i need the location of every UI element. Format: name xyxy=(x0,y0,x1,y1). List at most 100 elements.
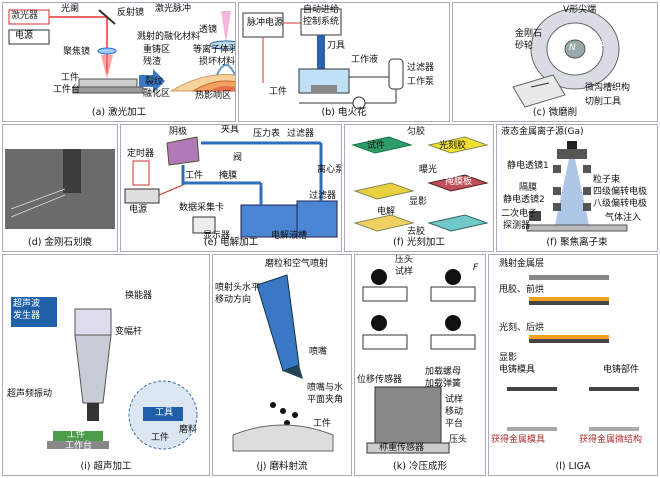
liga-step-4: 显影 xyxy=(499,353,518,363)
workpiece2-label: 工件 xyxy=(151,433,170,443)
n-label: N xyxy=(569,43,576,53)
force-label: F xyxy=(473,263,479,273)
vibration-label: 超声频振动 xyxy=(7,389,53,399)
angle-label-1: 喷嘴与水 xyxy=(307,383,344,393)
caption-d: (d) 金刚石划痕 xyxy=(28,237,92,248)
crack-label: 裂纹 xyxy=(145,77,164,87)
panel-cold-press: 压头 试样 F 位移传感器 加载螺母 加载弹簧 试样 移动 平台 压头 称重传感… xyxy=(354,254,486,476)
ecm-diagram xyxy=(124,136,338,238)
platform-label-2: 移动 xyxy=(445,407,464,417)
caption-k: (k) 冷压成形 xyxy=(393,461,447,472)
gauge-label: 压力表 xyxy=(253,129,281,139)
clamp-label: 夹具 xyxy=(221,125,240,135)
sensor-label: 位移传感器 xyxy=(357,375,403,385)
panel-ecm: 阴极 夹具 压力表 过滤器 定时器 阀 离心泵 过滤器 工件 掩膜 电源 数据采… xyxy=(120,124,342,252)
beam-label: 粒子束 xyxy=(593,175,621,185)
abrasive-label: 磨料 xyxy=(179,425,198,435)
strip-label: 去胶 xyxy=(407,227,426,237)
filter-label-e: 过滤器 xyxy=(287,129,315,139)
table-label: 工件台 xyxy=(53,85,81,95)
control-label: 控制系统 xyxy=(303,17,340,27)
panel-liga: 溅射金属层 甩胶、前烘 光刻、后烘 显影 电铸模具 电铸部件 获得金属模具 获得… xyxy=(488,254,658,476)
nut-label-1: 加载螺母 xyxy=(425,367,462,377)
platform-label-3: 平台 xyxy=(445,419,464,429)
nozzle-label: 喷嘴 xyxy=(309,347,328,357)
caption-j: (j) 磨料射流 xyxy=(256,461,308,472)
reflector-label: 反射镜 xyxy=(117,8,145,18)
head-label: 压头 xyxy=(395,255,414,265)
mask-plate-label: 掩膜板 xyxy=(445,177,473,187)
cut-tool-label: 切削工具 xyxy=(585,97,622,107)
liga-step-3: 光刻、后烘 xyxy=(499,323,545,333)
panel-ultrasonic: 超声波 发生器 换能器 变幅杆 超声频振动 工件 工作台 工具 磨料 工件 (i… xyxy=(2,254,210,476)
plasma-label: 等离子体羽 xyxy=(193,45,236,55)
move-label-2: 移动方向 xyxy=(215,295,252,305)
deflect8-label: 八级偏转电极 xyxy=(593,199,648,209)
panel-grinding: V形尖端 金刚石 砂轮 N a 微沟槽织构 切削工具 (c) 微磨削 xyxy=(452,2,658,122)
caption-l: (l) LIGA xyxy=(555,461,591,472)
generator-label-1: 超声波 xyxy=(13,299,41,309)
pulse-power-label: 脉冲电源 xyxy=(247,18,284,28)
panel-lithography: 试件 匀胶 光刻胶 曝光 掩膜板 显影 电解 去胶 (f) 光刻加工 xyxy=(344,124,494,252)
a-label: a xyxy=(599,39,605,49)
scratch-photo xyxy=(5,149,115,229)
caption-f: (f) 光刻加工 xyxy=(393,237,445,248)
panel-fib: 液态金属离子源(Ga) 静电透镜1 粒子束 隔膜 四级偏转电极 静电透镜2 八级… xyxy=(496,124,658,252)
liquid-label: 工作液 xyxy=(351,55,379,65)
lithography-diagram xyxy=(351,136,489,232)
liga-result-2: 获得金属微结构 xyxy=(579,435,643,445)
spin-label: 匀胶 xyxy=(407,127,426,137)
electrolysis-label: 电解 xyxy=(377,207,396,217)
melt-label: 融化区 xyxy=(143,89,171,99)
cold-press-diagram xyxy=(362,269,476,454)
haz-label: 热影响区 xyxy=(195,91,232,101)
gas-label: 气体注入 xyxy=(605,213,642,223)
caption-a: (a) 激光加工 xyxy=(91,107,147,118)
tool-label-i: 工具 xyxy=(155,408,174,418)
caption-i: (i) 超声加工 xyxy=(80,461,132,472)
ejected-label: 溅射的融化材料 xyxy=(137,32,201,42)
recast-label: 重铸区 xyxy=(143,45,171,55)
platform-label-1: 试样 xyxy=(445,395,464,405)
expose-label: 曝光 xyxy=(419,165,438,175)
timer-label: 定时器 xyxy=(127,149,155,159)
deflect4-label: 四级偏转电极 xyxy=(593,187,648,197)
edm-diagram xyxy=(242,8,404,110)
valve-label: 阀 xyxy=(233,153,243,163)
nut-label-2: 加载弹簧 xyxy=(425,379,462,389)
angle-label-2: 平面夹角 xyxy=(307,395,344,405)
aperture-label: 光阑 xyxy=(61,4,80,14)
weigh-label: 称重传感器 xyxy=(379,443,425,453)
table-label-i: 工作台 xyxy=(65,441,93,451)
power-label: 电源 xyxy=(15,31,34,41)
sample-label-f: 试件 xyxy=(367,141,386,151)
liga-step-1: 溅射金属层 xyxy=(499,259,545,269)
wheel-label-1: 金刚石 xyxy=(515,29,543,39)
sample-label-k: 试样 xyxy=(395,267,414,277)
caption-b: (b) 电火花 xyxy=(321,107,367,118)
develop-label: 显影 xyxy=(409,197,428,207)
detector-label-2: 探测器 xyxy=(503,221,531,231)
fib-diagram xyxy=(526,141,628,232)
liga-diagram xyxy=(507,275,639,431)
caption-g: (f) 聚焦离子束 xyxy=(546,237,608,248)
move-label-1: 喷射头水平 xyxy=(215,283,261,293)
caption-c: (c) 微磨削 xyxy=(532,107,578,118)
tool-label: 刀具 xyxy=(327,41,346,51)
daq-label: 数据采集卡 xyxy=(179,203,225,213)
workpiece-label-i: 工件 xyxy=(67,430,86,440)
transducer-label: 换能器 xyxy=(125,291,153,301)
aperture-label-g: 隔膜 xyxy=(519,183,538,193)
abrasive-jet-diagram xyxy=(232,274,334,452)
filter2-label: 过滤器 xyxy=(309,191,337,201)
wheel-label-2: 砂轮 xyxy=(515,41,534,51)
lens2-label: 静电透镜2 xyxy=(503,195,545,205)
caption-e: (e) 电解加工 xyxy=(203,237,259,248)
liga-step-5b: 电铸部件 xyxy=(603,365,640,375)
workpiece-label: 工件 xyxy=(61,73,80,83)
focus-lens-label: 聚焦镜 xyxy=(63,47,91,57)
photoresist-label: 光刻胶 xyxy=(439,141,467,151)
laser-label: 激光器 xyxy=(11,11,39,21)
detector-label-1: 二次电子 xyxy=(501,209,538,219)
